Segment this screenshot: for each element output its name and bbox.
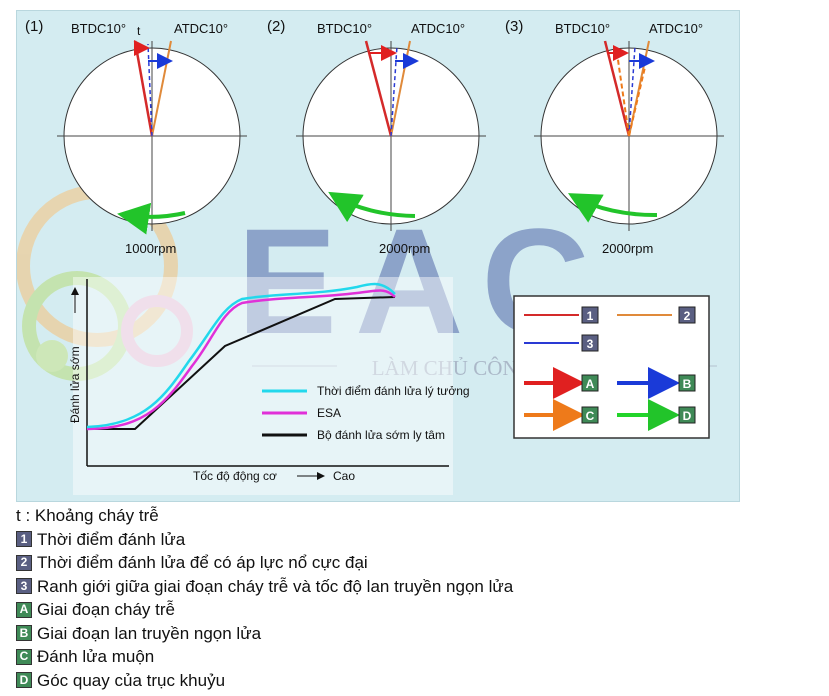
key-badge-d-text: D: [683, 409, 692, 423]
panel-1-t-label: t: [137, 24, 141, 38]
panel-2-atdc-label: ATDC10°: [411, 21, 465, 36]
panel-1-atdc-label: ATDC10°: [174, 21, 228, 36]
key-badge-1-text: 1: [587, 309, 594, 323]
legend-text-t: t : Khoảng cháy trễ: [16, 506, 159, 525]
panel-2-rotation-arrow: [328, 191, 416, 223]
key-badge-3: [581, 334, 599, 352]
legend-item-a: A Giai đoạn cháy trễ: [16, 598, 736, 622]
key-badge-1: [581, 306, 599, 324]
graph-legend-esa: ESA: [317, 406, 341, 420]
key-badge-c-text: C: [586, 409, 595, 423]
ignition-timing-diagram: EAC LÀM CHỦ CÔNG NGHỆ (1) BTDC10° ATDC10…: [17, 18, 724, 495]
legend-item-1: 1 Thời điểm đánh lửa: [16, 528, 736, 552]
key-badge-d: [678, 406, 696, 424]
legend-text-a: Giai đoạn cháy trễ: [37, 600, 175, 619]
legend-item-3: 3 Ranh giới giữa giai đoạn cháy trễ và t…: [16, 575, 736, 599]
panel-1-rotation-arrow: [117, 202, 186, 235]
graph-background: [73, 277, 453, 495]
watermark-swirl-pink: [121, 295, 193, 367]
timing-panel-1: (1) BTDC10° ATDC10° t 1000rpm: [25, 18, 247, 256]
legend-text-d: Góc quay của trục khuỷu: [37, 670, 226, 690]
panel-3-atdc-label: ATDC10°: [649, 21, 703, 36]
advance-graph: Đánh lửa sớm Tốc độ động cơ Cao Thời điể…: [68, 277, 470, 495]
key-badge-b-text: B: [683, 377, 692, 391]
panel-1-line-3: [147, 43, 153, 137]
legend-badge-3: 3: [16, 578, 32, 595]
panel-3-rotation-arrow: [568, 193, 658, 223]
panel-2-line-1: [364, 40, 393, 137]
panel-2-btdc-label: BTDC10°: [317, 21, 372, 36]
curve-centrifugal: [87, 296, 396, 430]
panel-3-rpm-label: 2000rpm: [602, 241, 653, 256]
legend-item-t: t : Khoảng cháy trễ: [16, 504, 736, 528]
panel-2-index: (2): [267, 18, 285, 35]
panel-3-late-line: [616, 52, 630, 137]
timing-panel-3: (3) BTDC10° ATDC10° 2000rpm: [505, 18, 724, 256]
key-badge-c: [581, 406, 599, 424]
legend-item-c: C Đánh lửa muộn: [16, 645, 736, 669]
watermark-dot: [36, 340, 68, 372]
graph-legend-ideal: Thời điểm đánh lửa lý tưởng: [317, 384, 470, 398]
legend-badge-1: 1: [16, 531, 32, 548]
key-badge-a-text: A: [586, 377, 595, 391]
graph-y-label: Đánh lửa sớm: [68, 346, 82, 423]
legend-badge-d: D: [16, 672, 32, 689]
legend-item-b: B Giai đoạn lan truyền ngọn lửa: [16, 622, 736, 646]
legend-badge-2: 2: [16, 554, 32, 571]
panel-3-line-1: [603, 40, 631, 137]
key-box: 1 2 3 A B C D: [513, 295, 710, 439]
graph-x-end-label: Cao: [333, 469, 355, 483]
legend-text-c: Đánh lửa muộn: [37, 647, 155, 666]
panel-3-index: (3): [505, 18, 523, 35]
key-badge-3-text: 3: [587, 337, 594, 351]
legend-item-2: 2 Thời điểm đánh lửa để có áp lực nổ cực…: [16, 551, 736, 575]
curve-ideal: [86, 282, 396, 429]
key-badge-b: [678, 374, 696, 392]
panel-1-btdc-label: BTDC10°: [71, 21, 126, 36]
legend-text-b: Giai đoạn lan truyền ngọn lửa: [37, 623, 262, 643]
panel-2-line-3: [390, 45, 398, 137]
legend-item-d: D Góc quay của trục khuỷu: [16, 669, 736, 693]
diagram-panel: EAC LÀM CHỦ CÔNG NGHỆ (1) BTDC10° ATDC10…: [16, 10, 740, 502]
legend-list: t : Khoảng cháy trễ 1 Thời điểm đánh lửa…: [16, 504, 736, 692]
panel-2-rpm-label: 2000rpm: [379, 241, 430, 256]
panel-1-index: (1): [25, 18, 43, 35]
legend-badge-b: B: [16, 625, 32, 642]
key-badge-a: [581, 374, 599, 392]
legend-badge-c: C: [16, 648, 32, 665]
legend-text-2: Thời điểm đánh lửa để có áp lực nổ cực đ…: [37, 553, 368, 572]
legend-badge-a: A: [16, 601, 32, 618]
timing-panel-2: (2) BTDC10° ATDC10° 2000rpm: [267, 18, 486, 256]
legend-text-3: Ranh giới giữa giai đoạn cháy trễ và tốc…: [37, 576, 514, 596]
panel-1-rpm-label: 1000rpm: [125, 241, 176, 256]
panel-3-btdc-label: BTDC10°: [555, 21, 610, 36]
panel-3-line-3: [628, 45, 636, 137]
key-badge-2-text: 2: [684, 309, 691, 323]
panel-3-late-line-2: [628, 66, 646, 137]
graph-x-label: Tốc độ động cơ: [193, 469, 277, 483]
legend-text-1: Thời điểm đánh lửa: [37, 529, 186, 549]
panel-1-line-1: [133, 40, 154, 137]
graph-legend-centrifugal: Bộ đánh lửa sớm ly tâm: [317, 428, 445, 442]
key-badge-2: [678, 306, 696, 324]
curve-esa: [86, 289, 396, 431]
